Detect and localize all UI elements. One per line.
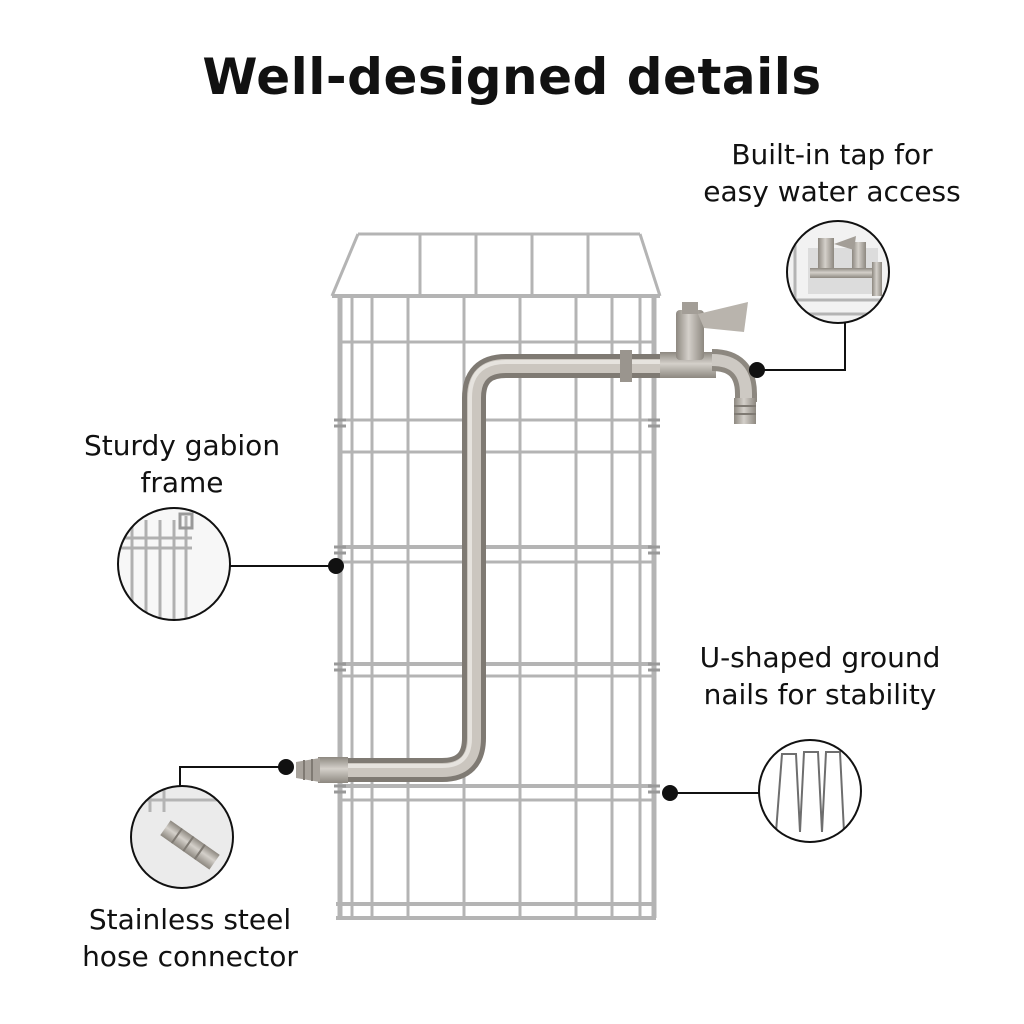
nails-callout bbox=[662, 739, 862, 843]
tap-callout-line-1: Built-in tap for bbox=[731, 138, 933, 171]
nails-callout-line-2: nails for stability bbox=[703, 678, 937, 711]
hose-detail-image bbox=[131, 786, 233, 888]
tap-callout-text: Built-in tap for easy water access bbox=[672, 136, 992, 210]
frame-callout-text: Sturdy gabion frame bbox=[52, 427, 312, 501]
tap-leader-dot bbox=[749, 362, 765, 378]
tap-callout-line-2: easy water access bbox=[703, 175, 961, 208]
page-title: Well-designed details bbox=[202, 48, 822, 106]
frame-callout bbox=[117, 507, 344, 621]
nails-leader-dot bbox=[662, 785, 678, 801]
hose-callout bbox=[130, 759, 294, 889]
nails-detail-image bbox=[759, 740, 861, 842]
frame-detail-image bbox=[118, 508, 230, 620]
tap-illustration bbox=[660, 302, 757, 424]
internal-pipe bbox=[330, 350, 660, 782]
frame-callout-line-2: frame bbox=[140, 466, 224, 499]
hose-callout-line-1: Stainless steel bbox=[88, 903, 292, 936]
hose-leader-dot bbox=[278, 759, 294, 775]
gabion-frame bbox=[330, 232, 662, 920]
nails-callout-text: U-shaped ground nails for stability bbox=[660, 639, 980, 713]
hose-callout-text: Stainless steel hose connector bbox=[40, 901, 340, 975]
hose-connector-illustration bbox=[296, 757, 348, 783]
nails-callout-line-1: U-shaped ground bbox=[699, 641, 941, 674]
frame-callout-line-1: Sturdy gabion bbox=[83, 429, 281, 462]
tap-detail-image bbox=[787, 221, 889, 323]
frame-leader-dot bbox=[328, 558, 344, 574]
tap-callout bbox=[749, 220, 890, 378]
hose-callout-line-2: hose connector bbox=[82, 940, 298, 973]
